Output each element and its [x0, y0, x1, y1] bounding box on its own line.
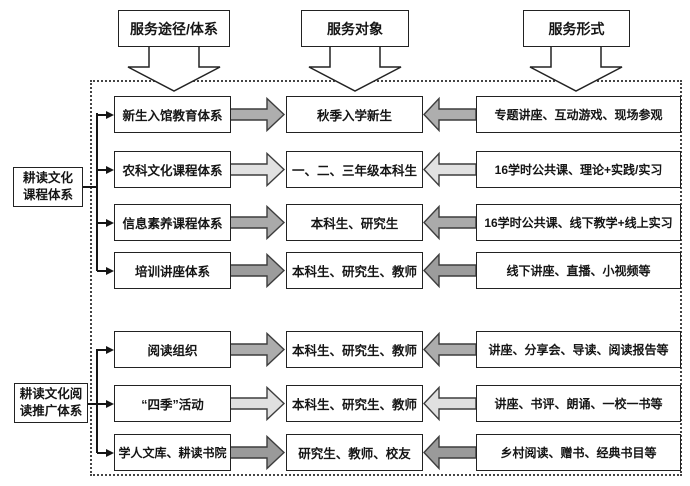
right-arrow-icon [230, 385, 286, 422]
flow-row-3: 信息素养课程体系 本科生、研究生 16学时公共课、线下教学+线上实习 [114, 204, 681, 241]
flow-row-5: 阅读组织 本科生、研究生、教师 讲座、分享会、导读、阅读报告等 [114, 331, 681, 368]
flow-row-6: “四季”活动 本科生、研究生、教师 讲座、书评、朗诵、一校一书等 [114, 385, 681, 422]
right-arrow-icon [230, 331, 286, 368]
left-arrow-icon [423, 96, 476, 133]
section-label-line2: 读推广体系 [19, 404, 83, 418]
format-box: 16学时公共课、线下教学+线上实习 [476, 204, 681, 241]
connector-line [97, 349, 107, 351]
right-arrow-icon [230, 96, 286, 133]
format-box: 讲座、分享会、导读、阅读报告等 [476, 331, 681, 368]
branch-arrowhead-icon [106, 400, 114, 408]
right-arrow-icon [230, 151, 286, 188]
left-arrow-icon [423, 252, 476, 289]
flow-row-2: 农科文化课程体系 一、二、三年级本科生 16学时公共课、理论+实践/实习 [114, 151, 681, 188]
connector-spine [96, 113, 98, 271]
connector-line [83, 186, 97, 188]
connector-line [97, 114, 107, 116]
pathway-box: 信息素养课程体系 [114, 204, 231, 241]
branch-arrowhead-icon [106, 267, 114, 275]
format-box: 专题讲座、互动游戏、现场参观 [476, 96, 681, 133]
connector-line [97, 169, 107, 171]
format-box: 16学时公共课、理论+实践/实习 [476, 151, 681, 188]
connector-line [88, 403, 107, 405]
connector-line [97, 452, 107, 454]
left-arrow-icon [423, 331, 476, 368]
format-box: 线下讲座、直播、小视频等 [476, 252, 681, 289]
connector-line [97, 270, 107, 272]
flow-row-7: 学人文库、耕读书院 研究生、教师、校友 乡村阅读、赠书、经典书目等 [114, 434, 681, 471]
section-label-line2: 课程体系 [22, 188, 73, 202]
down-arrow-icon [308, 46, 402, 92]
branch-arrowhead-icon [106, 166, 114, 174]
header-service-format: 服务形式 [523, 10, 630, 47]
format-box: 乡村阅读、赠书、经典书目等 [476, 434, 681, 471]
pathway-box: 农科文化课程体系 [114, 151, 231, 188]
audience-box: 本科生、研究生、教师 [286, 331, 423, 368]
audience-box: 本科生、研究生、教师 [286, 252, 423, 289]
audience-box: 秋季入学新生 [286, 96, 423, 133]
audience-box: 本科生、研究生 [286, 204, 423, 241]
format-box: 讲座、书评、朗诵、一校一书等 [476, 385, 681, 422]
pathway-box: “四季”活动 [114, 385, 231, 422]
section-label-reading-promotion: 耕读文化阅 读推广体系 [14, 383, 88, 423]
branch-arrowhead-icon [106, 111, 114, 119]
pathway-box: 培训讲座体系 [114, 252, 231, 289]
section-label-line1: 耕读文化阅 [19, 387, 83, 402]
flow-row-4: 培训讲座体系 本科生、研究生、教师 线下讲座、直播、小视频等 [114, 252, 681, 289]
right-arrow-icon [230, 252, 286, 289]
header-service-audience: 服务对象 [301, 10, 409, 47]
connector-spine [96, 349, 98, 453]
section-label-curriculum: 耕读文化 课程体系 [13, 167, 83, 207]
pathway-box: 阅读组织 [114, 331, 231, 368]
left-arrow-icon [423, 434, 476, 471]
section-label-line1: 耕读文化 [22, 171, 73, 186]
audience-box: 一、二、三年级本科生 [286, 151, 423, 188]
left-arrow-icon [423, 151, 476, 188]
header-service-pathway: 服务途径/体系 [118, 10, 230, 47]
pathway-box: 学人文库、耕读书院 [114, 434, 231, 471]
connector-line [97, 222, 107, 224]
down-arrow-icon [529, 46, 623, 92]
left-arrow-icon [423, 385, 476, 422]
left-arrow-icon [423, 204, 476, 241]
down-arrow-icon [127, 46, 221, 92]
branch-arrowhead-icon [106, 219, 114, 227]
audience-box: 研究生、教师、校友 [286, 434, 423, 471]
right-arrow-icon [230, 434, 286, 471]
dashed-container [90, 80, 682, 476]
flow-row-1: 新生入馆教育体系 秋季入学新生 专题讲座、互动游戏、现场参观 [114, 96, 681, 133]
branch-arrowhead-icon [106, 449, 114, 457]
right-arrow-icon [230, 204, 286, 241]
branch-arrowhead-icon [106, 346, 114, 354]
pathway-box: 新生入馆教育体系 [114, 96, 231, 133]
audience-box: 本科生、研究生、教师 [286, 385, 423, 422]
